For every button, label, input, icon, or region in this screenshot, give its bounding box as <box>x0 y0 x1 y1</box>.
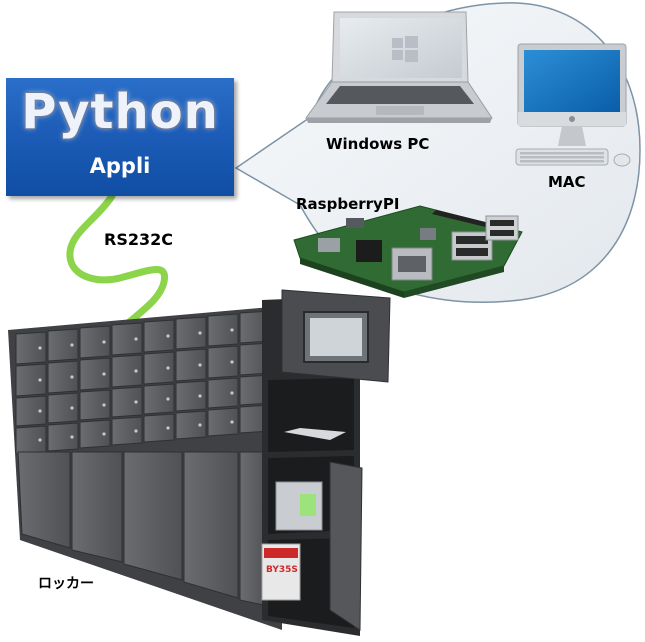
battery-box-label: BY35S <box>266 565 298 575</box>
locker-small-door <box>175 316 207 350</box>
locker-door-knob <box>230 391 234 395</box>
locker-door-knob <box>70 406 74 410</box>
locker-small-door <box>207 313 239 347</box>
locker-small-door <box>175 410 207 440</box>
locker-small-door <box>175 380 207 412</box>
rs232c-cable <box>66 192 169 334</box>
locker-small-door <box>47 360 79 394</box>
locker-small-door <box>111 416 143 446</box>
locker-small-door <box>111 322 143 356</box>
locker-door-knob <box>166 397 170 401</box>
locker-small-door <box>79 419 111 449</box>
locker-door-knob <box>38 378 42 382</box>
locker-small-door <box>111 354 143 388</box>
locker-door-knob <box>102 403 106 407</box>
python-subtitle: Appli <box>89 154 151 178</box>
locker-small-door <box>79 325 111 359</box>
locker-small-door <box>143 319 175 353</box>
windows-laptop-icon <box>305 11 493 123</box>
locker-door-knob <box>198 363 202 367</box>
windows-pc-label: Windows PC <box>326 135 430 153</box>
locker-door-knob <box>70 343 74 347</box>
locker-small-door <box>15 395 47 427</box>
locker-door-knob <box>70 435 74 439</box>
python-title: Python <box>21 84 219 140</box>
locker-door-knob <box>38 346 42 350</box>
locker-door-knob <box>38 438 42 442</box>
locker-door-knob <box>166 334 170 338</box>
locker-small-door <box>15 331 47 365</box>
locker-small-door <box>207 407 239 437</box>
locker-small-door <box>79 357 111 391</box>
locker-door-knob <box>166 426 170 430</box>
locker-door-knob <box>134 337 138 341</box>
locker-small-door <box>111 386 143 418</box>
locker-small-door <box>207 345 239 379</box>
raspberry-pi-board-icon <box>293 205 523 298</box>
locker-door-knob <box>166 366 170 370</box>
locker-door-knob <box>102 432 106 436</box>
locker-small-door <box>175 348 207 382</box>
locker-door-knob <box>230 328 234 332</box>
locker-small-door <box>143 383 175 415</box>
locker-door-knob <box>134 429 138 433</box>
locker-door-knob <box>134 369 138 373</box>
locker-small-door <box>207 377 239 409</box>
raspberry-pi-label: RaspberryPI <box>296 195 400 213</box>
locker-small-door <box>47 392 79 424</box>
locker-door-knob <box>230 360 234 364</box>
locker-door-knob <box>134 400 138 404</box>
locker-small-door <box>47 328 79 362</box>
mac-label: MAC <box>548 173 586 191</box>
locker-small-door <box>143 351 175 385</box>
locker-door-knob <box>38 409 42 413</box>
locker-door-knob <box>198 423 202 427</box>
locker-small-door <box>143 413 175 443</box>
locker-door-knob <box>230 420 234 424</box>
locker-door-knob <box>198 394 202 398</box>
rs232c-label: RS232C <box>104 230 173 249</box>
locker-small-door <box>79 389 111 421</box>
locker-label: ロッカー <box>38 576 94 592</box>
locker-door-knob <box>102 340 106 344</box>
locker-door-knob <box>70 375 74 379</box>
locker-door-knob <box>198 331 202 335</box>
mac-desktop-icon <box>515 43 631 167</box>
locker-small-door <box>47 422 79 452</box>
locker-door-knob <box>102 372 106 376</box>
locker-unit: BY35S <box>8 289 391 636</box>
locker-small-door <box>15 363 47 397</box>
python-appli-box: Python Appli <box>6 78 234 196</box>
